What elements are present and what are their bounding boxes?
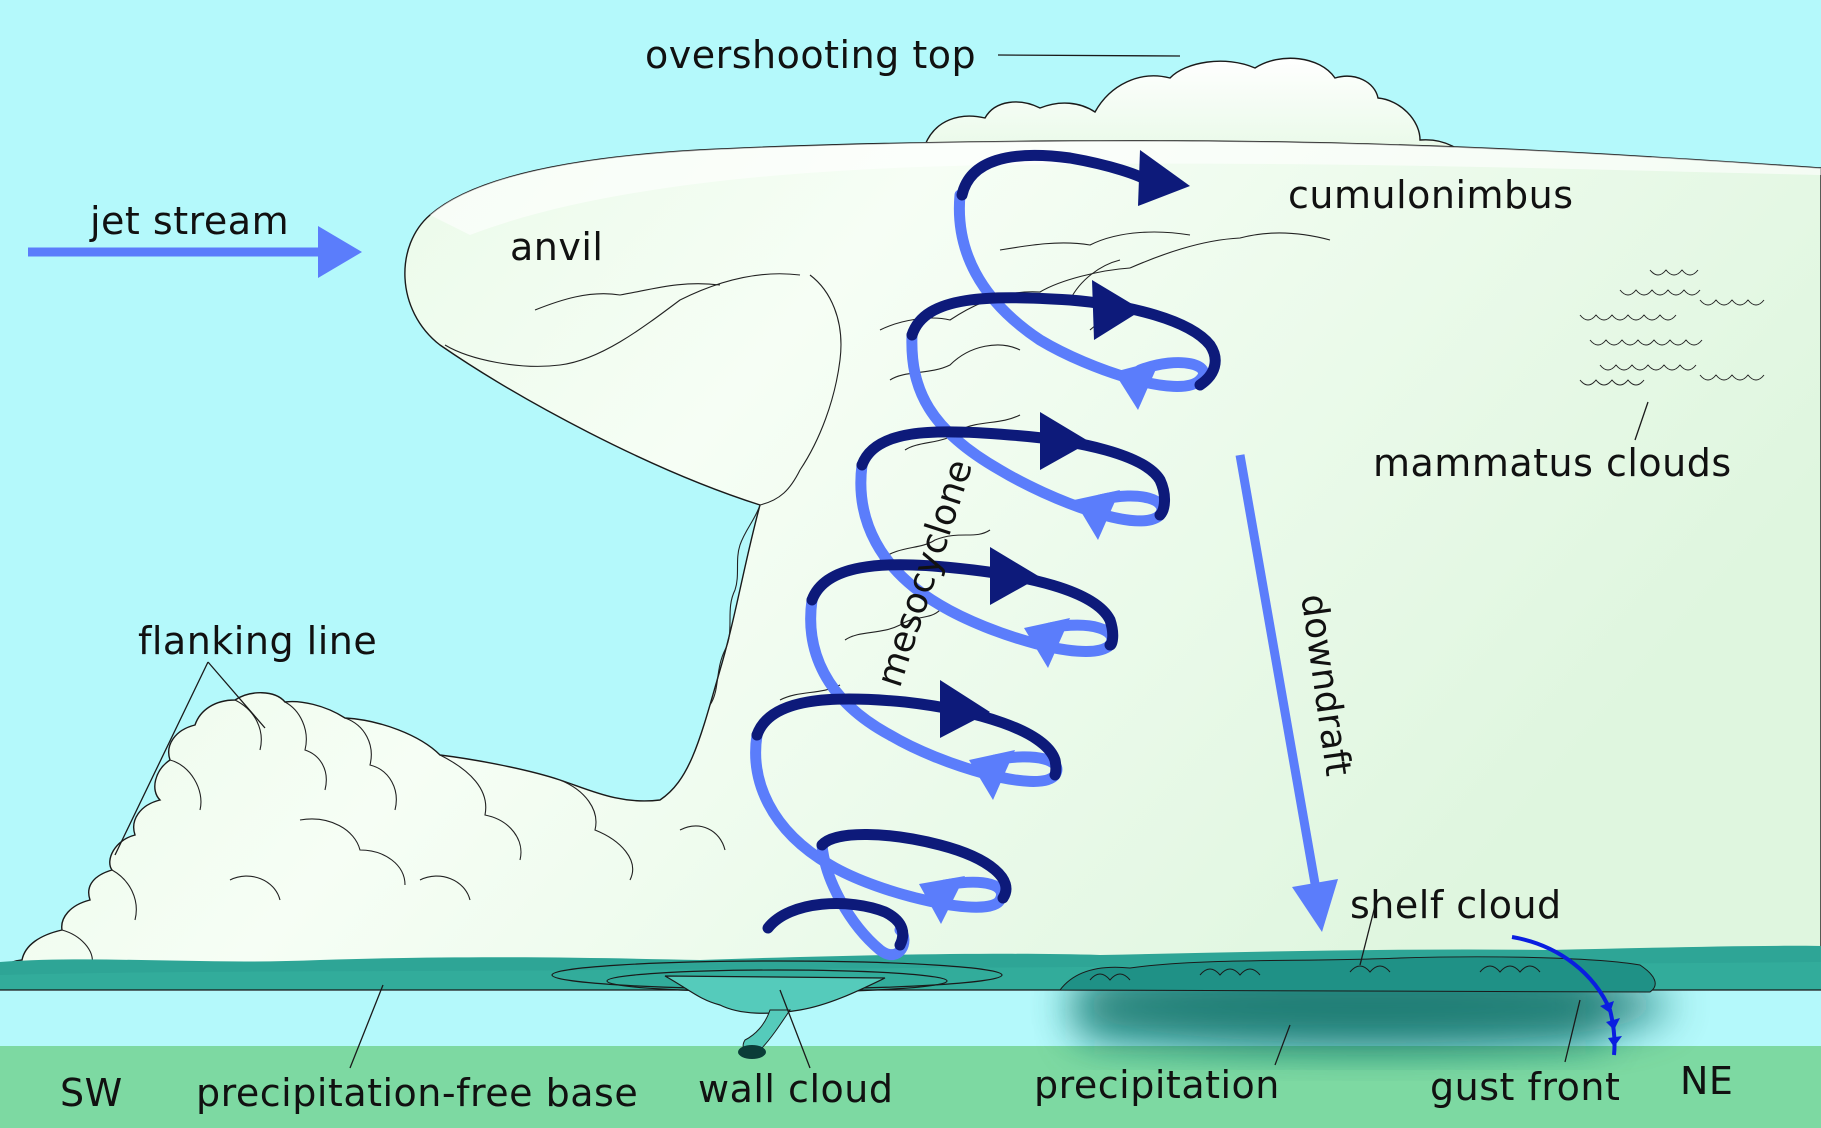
label-shelf-cloud: shelf cloud bbox=[1350, 883, 1562, 927]
label-gust-front: gust front bbox=[1430, 1065, 1621, 1109]
label-sw: SW bbox=[60, 1071, 123, 1115]
downdraft-arrow bbox=[1235, 454, 1338, 932]
jet-stream-arrow bbox=[28, 226, 362, 278]
label-precipitation: precipitation bbox=[1034, 1063, 1280, 1107]
ground bbox=[0, 1046, 1821, 1128]
shelf-cloud-shape bbox=[1059, 956, 1656, 993]
wall-cloud-shape bbox=[551, 960, 1003, 1059]
label-overshooting-top: overshooting top bbox=[645, 33, 977, 77]
shelf-texture bbox=[1089, 965, 1541, 981]
mammatus-texture bbox=[1579, 269, 1765, 386]
label-precipitation-free-base: precipitation-free base bbox=[196, 1071, 639, 1115]
overshooting-top bbox=[924, 57, 1620, 166]
leader-lines bbox=[114, 54, 1649, 1069]
label-anvil: anvil bbox=[510, 225, 604, 269]
label-wall-cloud: wall cloud bbox=[698, 1067, 894, 1111]
label-jet-stream: jet stream bbox=[90, 199, 290, 243]
label-mammatus-clouds: mammatus clouds bbox=[1373, 441, 1732, 485]
anvil-edge bbox=[430, 140, 1821, 235]
label-cumulonimbus: cumulonimbus bbox=[1288, 173, 1574, 217]
gust-front-line bbox=[1511, 935, 1622, 1056]
label-ne: NE bbox=[1680, 1059, 1734, 1103]
label-flanking-line: flanking line bbox=[138, 619, 378, 663]
mesocyclone-helix bbox=[750, 149, 1221, 961]
